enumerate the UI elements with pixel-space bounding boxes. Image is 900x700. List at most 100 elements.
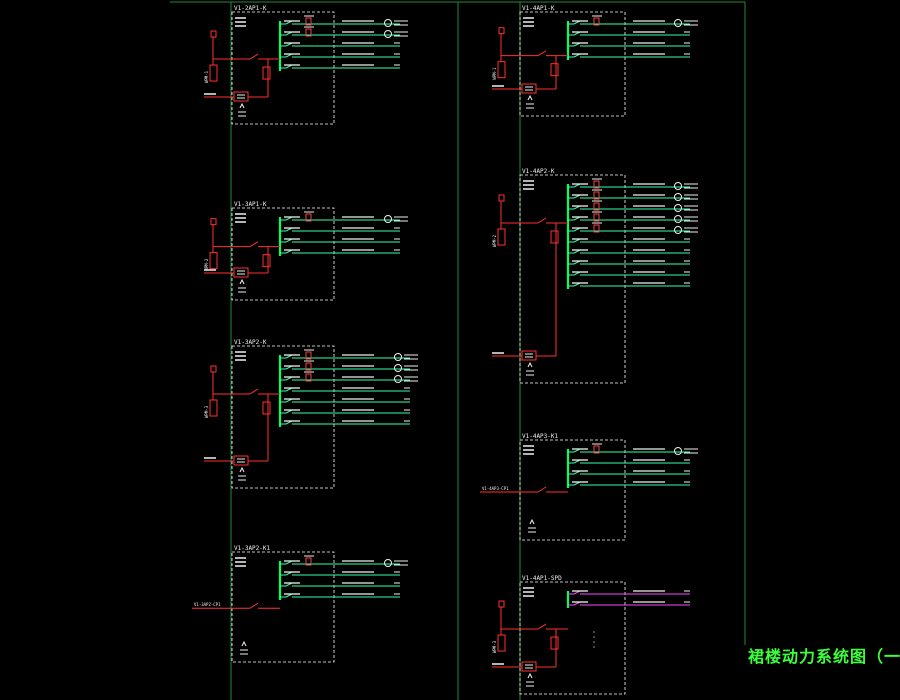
feeder-label: V1-4AP3-CP1 [482,486,509,491]
arrow-up-icon [527,94,533,101]
circuit-row [568,282,690,287]
panel-name: V1-4AP3-K1 [522,433,559,440]
circuit-row [568,53,690,58]
motor-icon [674,204,682,212]
main-breaker-symbol [249,602,259,609]
motor-icon [384,215,392,223]
circuit-row [280,582,400,587]
contactor-box [593,191,600,200]
circuit-row [568,222,698,234]
circuit-row [568,42,690,47]
circuit-row [280,64,400,69]
motor-icon [674,182,682,190]
spare-dot [593,631,595,633]
circuit-row [280,227,400,232]
circuit-row [568,189,698,201]
panel-p3: V1-3AP2-K WPM-3 [204,339,418,489]
main-breaker-symbol [249,388,259,395]
contactor-box [305,213,312,222]
panel-name: V1-3AP1-K [234,201,267,208]
motor-icon [394,364,402,372]
panel-name: V1-3AP2-K1 [234,545,271,552]
panel-enclosure [231,207,335,301]
circuit-row [568,459,690,464]
circuit-row [568,178,698,190]
contactor-box [593,445,600,454]
arrow-up-icon [239,466,245,473]
feeder-cable-box [497,228,506,246]
main-breaker-symbol [537,217,547,224]
arrow-up-icon [527,361,533,368]
circuit-row [280,398,410,403]
contactor-box [305,373,312,382]
circuit-row [280,42,400,47]
feeder-label: WPM-3 [204,405,209,418]
circuit-row [280,15,408,27]
drawing-title: 裙楼动力系统图（一） [748,647,900,666]
distribution-panels: V1-2AP1-KWPM-1V1-3AP1-KWPM-2V1-3AP2-KWPM… [192,5,698,695]
feeder-terminal [498,600,505,608]
motor-icon [674,193,682,201]
circuit-row [280,371,418,383]
contactor-box [305,557,312,566]
feeder-label: WPM-1 [204,70,209,83]
circuit-row [280,360,418,372]
motor-icon [384,30,392,38]
feeder-terminal [210,30,217,38]
circuit-row [568,15,698,27]
panel-enclosure [519,11,626,117]
circuit-row [280,249,400,254]
motor-icon [674,226,682,234]
arrow-up-icon [529,518,535,525]
circuit-row [568,238,690,243]
arrow-up-icon [527,672,533,679]
main-breaker-symbol [537,50,547,57]
circuit-row [280,238,400,243]
motor-icon [394,353,402,361]
contactor-box [305,351,312,360]
arrow-up-icon [239,102,245,109]
main-breaker-symbol [537,623,547,630]
panel-name: V1-3AP2-K [234,339,267,346]
meter-box [233,91,249,102]
current-transformer [262,66,271,80]
meter-box [521,350,537,361]
contactor-box [305,362,312,371]
main-breaker-symbol [537,486,547,493]
current-transformer [550,636,559,650]
circuit-row [280,387,410,392]
arrow-up-icon [241,640,247,647]
feeder-label: WPM-2 [204,258,209,271]
contactor-box [593,202,600,211]
circuit-row [568,200,698,212]
circuit-row [568,443,698,455]
panel-p2: V1-3AP1-K WPM-2 [204,201,408,301]
motor-icon [384,559,392,567]
circuit-row [568,470,690,475]
motor-icon [674,215,682,223]
current-transformer [262,254,271,268]
circuit-row [280,555,408,567]
circuit-row [568,260,690,265]
circuit-row [568,481,690,486]
contactor-box [305,28,312,37]
circuit-row [280,593,400,598]
panel-enclosure [231,551,335,663]
panel-enclosure [231,345,335,489]
arrow-up-icon [239,278,245,285]
spare-dot [593,646,595,648]
meter-box [521,83,537,94]
contactor-box [593,17,600,26]
feeder-label: WPM-3 [492,640,497,653]
feeder-cable-box [497,61,506,79]
circuit-row [280,420,410,425]
contactor-box [593,213,600,222]
circuit-row [280,409,410,414]
circuit-row [280,571,400,576]
